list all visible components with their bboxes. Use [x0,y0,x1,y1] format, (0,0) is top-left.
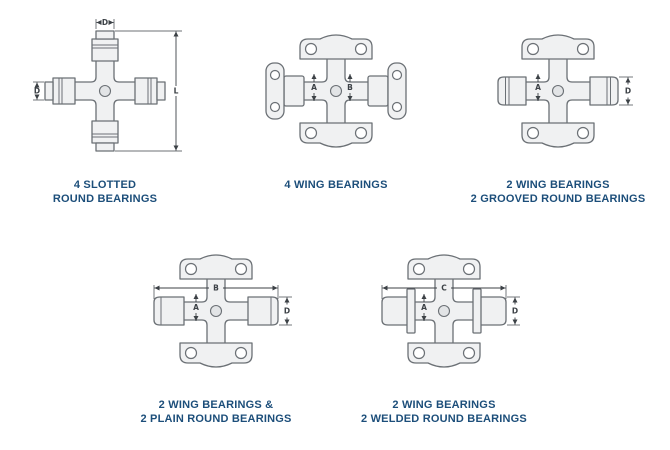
caption-line-1: 2 WING BEARINGS [392,399,496,411]
figure-4-slotted-round-bearings: D D L 4 SLOTTED ROUND BEARINGS [2,6,208,206]
figure-4-wing-bearings: A B 4 WING BEARINGS [228,6,444,192]
cross-body [71,57,139,125]
grooved-round-bearing-left [497,76,527,106]
figure-caption: 4 SLOTTED ROUND BEARINGS [2,178,208,206]
dim-label-b: B [347,83,353,92]
welded-round-bearing-right [472,288,507,334]
dimension-d-left: D [33,81,44,101]
dimension-d: D [619,76,633,106]
dimension-a: A [311,74,317,101]
plain-round-bearing-left [153,296,185,326]
dim-label-d-left: D [34,87,40,96]
dimension-a: A [193,294,199,321]
plain-round-bearing-right [247,296,279,326]
dimension-a: A [535,74,541,101]
figure-caption: 2 WING BEARINGS 2 WELDED ROUND BEARINGS [336,398,552,426]
dimension-c: C [381,284,507,299]
dimension-b: B [347,74,353,101]
diagram-4-wing-bearings: A B [265,34,407,148]
wing-bearing-top [299,34,373,60]
welded-round-bearing-left [381,288,416,334]
dim-label-d: D [512,307,518,316]
dim-label-d: D [284,307,290,316]
wing-bearing-top [521,34,595,60]
figure-caption: 2 WING BEARINGS 2 GROOVED ROUND BEARINGS [448,178,668,206]
diagram-2-wing-2-welded-bearings: A C D [381,254,520,368]
dimension-a: A [421,294,427,321]
wing-bearing-right [367,62,407,120]
wing-bearing-left [265,62,305,120]
wing-bearing-bottom [407,342,481,368]
diagram-2-wing-2-grooved-bearings: A D [497,34,633,148]
figure-2-wing-2-grooved-bearings: A D 2 WING BEARINGS 2 GROOVED ROUND BEAR… [448,6,668,206]
dimension-d: D [507,296,520,326]
dim-label-b: B [213,284,219,293]
dim-label-d-top: D [102,18,108,27]
figure-caption: 4 WING BEARINGS [228,178,444,192]
wing-bearing-bottom [521,122,595,148]
grooved-round-bearing-right [589,76,619,106]
diagram-4-slotted-round-bearings: D D L [33,18,182,152]
caption-line-2: ROUND BEARINGS [52,193,158,205]
dimension-b: B [153,284,279,299]
wing-bearing-bottom [299,122,373,148]
dim-label-l: L [174,87,179,96]
caption-line-1: 4 SLOTTED [73,179,137,191]
dim-label-c: C [441,284,447,293]
wing-bearing-top [407,254,481,280]
caption-line-1: 2 WING BEARINGS [506,179,610,191]
dim-label-a: A [535,83,541,92]
dimension-d: D [279,296,292,326]
caption-line-2: 2 WELDED ROUND BEARINGS [361,413,527,425]
slotted-bearing-bottom [91,120,119,152]
dim-label-d: D [625,87,631,96]
dim-label-a: A [421,303,427,312]
figure-2-wing-2-welded-bearings: A C D 2 WING BEARINGS 2 WELDED ROUND BEA… [336,226,552,426]
dimension-l-overall: L [115,30,182,152]
diagram-2-wing-2-plain-bearings: A B D [153,254,292,368]
caption-line-1: 2 WING BEARINGS & [158,399,274,411]
dim-label-a: A [311,83,317,92]
slotted-bearing-top [91,30,119,62]
figure-2-wing-2-plain-bearings: A B D 2 WING BEARINGS & 2 PLAIN ROUND BE… [108,226,324,426]
figure-caption: 2 WING BEARINGS & 2 PLAIN ROUND BEARINGS [108,398,324,426]
dimension-d-top: D [95,18,115,29]
caption-line-2: 2 GROOVED ROUND BEARINGS [470,193,646,205]
slotted-bearing-left [44,77,76,105]
wing-bearing-bottom [179,342,253,368]
wing-bearing-top [179,254,253,280]
slotted-bearing-right [134,77,166,105]
caption-line-1: 4 WING BEARINGS [284,179,388,191]
dim-label-a: A [193,303,199,312]
caption-line-2: 2 PLAIN ROUND BEARINGS [140,413,292,425]
